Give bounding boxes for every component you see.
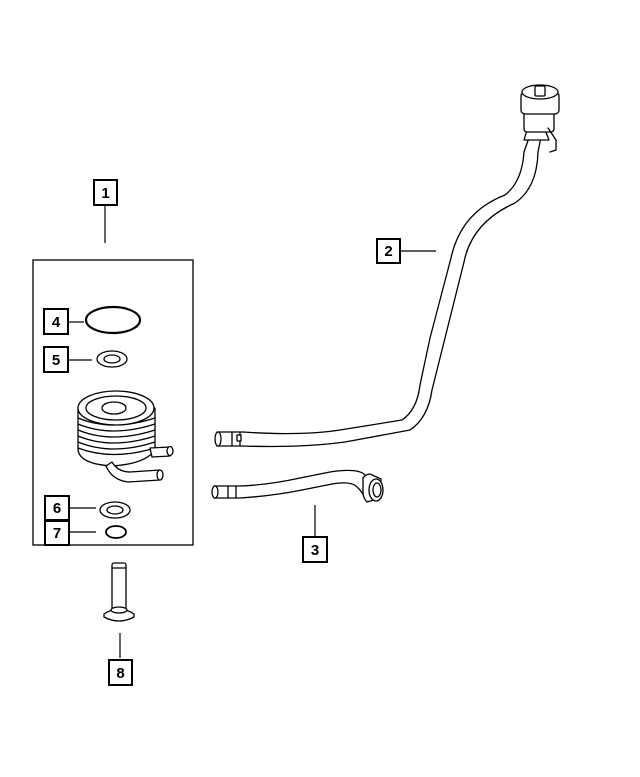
svg-text:7: 7 bbox=[53, 525, 61, 542]
leader-lines bbox=[68, 206, 436, 658]
o-ring-small bbox=[105, 525, 127, 539]
callout-3: 3 bbox=[302, 536, 328, 563]
svg-text:5: 5 bbox=[52, 352, 60, 369]
callout-1: 1 bbox=[93, 179, 118, 206]
svg-text:2: 2 bbox=[384, 243, 392, 260]
svg-text:8: 8 bbox=[116, 665, 124, 682]
o-ring-large bbox=[84, 305, 142, 335]
callout-7: 7 bbox=[44, 520, 70, 546]
svg-text:3: 3 bbox=[311, 542, 319, 559]
hose-2 bbox=[214, 84, 560, 448]
callout-2: 2 bbox=[376, 238, 401, 264]
oil-cooler bbox=[77, 390, 174, 483]
svg-text:1: 1 bbox=[101, 185, 109, 202]
svg-text:4: 4 bbox=[52, 314, 61, 331]
svg-text:6: 6 bbox=[53, 500, 61, 517]
callout-5: 5 bbox=[43, 346, 69, 373]
gasket-washer bbox=[96, 350, 128, 368]
callout-4: 4 bbox=[43, 308, 69, 335]
kit-group-frame bbox=[32, 259, 194, 546]
callout-8: 8 bbox=[108, 659, 133, 686]
bolt bbox=[103, 562, 135, 622]
hose-3 bbox=[211, 469, 384, 503]
callout-6: 6 bbox=[44, 495, 70, 521]
washer-6 bbox=[99, 501, 131, 519]
